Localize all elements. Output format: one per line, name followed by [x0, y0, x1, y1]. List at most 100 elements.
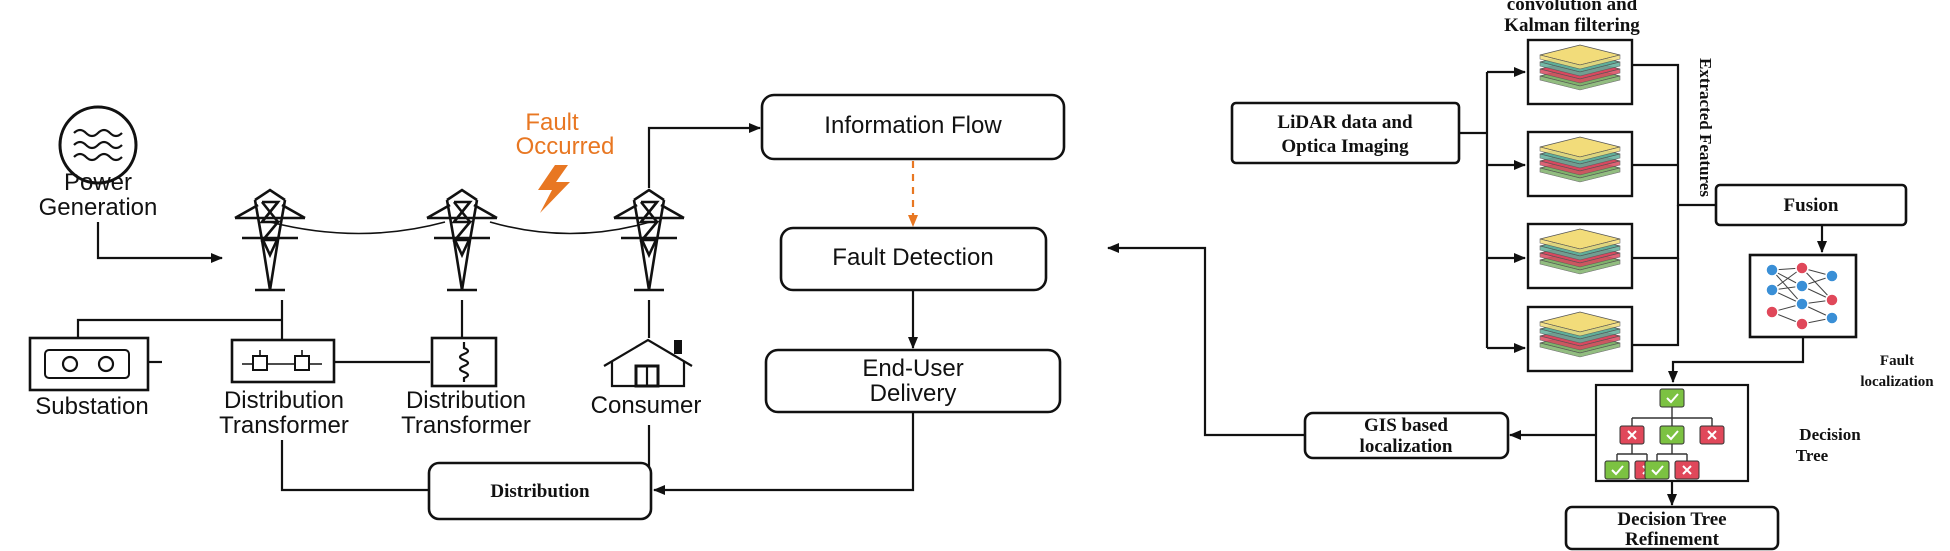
cross-node-icon — [1619, 425, 1645, 445]
nn-node — [1795, 317, 1809, 331]
fusion-label: Fusion — [1784, 195, 1839, 216]
refinement-box — [1564, 505, 1780, 551]
check-mark — [1666, 393, 1679, 404]
gis-label-1: GIS based — [1364, 415, 1448, 436]
substation-label: Substation — [35, 393, 148, 420]
layer-edge — [1539, 61, 1621, 77]
cross-node-icon — [1674, 460, 1700, 480]
power-line-2 — [489, 221, 651, 235]
cross-mark — [1707, 430, 1717, 440]
gis-label-2: localization — [1360, 436, 1453, 457]
gis-box — [1303, 411, 1510, 460]
nn-node — [1795, 297, 1809, 311]
coil-transformer-icon — [430, 336, 498, 388]
nn-to-tree-arrow — [1668, 338, 1805, 383]
lidar-label-2: Optica Imaging — [1281, 136, 1409, 157]
nn-node — [1795, 261, 1809, 275]
fault-localization-label-1: Fault — [1880, 353, 1914, 369]
cross-mark — [1627, 430, 1637, 440]
decision-tree-label-1: Decision — [1799, 425, 1861, 444]
layer-stack-icon — [1526, 222, 1634, 290]
transmission-tower-icon — [234, 188, 306, 292]
tree-node — [1659, 388, 1685, 408]
lightning-icon — [538, 165, 570, 213]
distribution-transformer-2-label-1: Distribution — [406, 387, 526, 414]
tree-edge — [1616, 444, 1648, 462]
end-user-delivery-label-1: End-User — [862, 355, 963, 382]
nn-node — [1765, 263, 1779, 277]
layer-edge — [1539, 153, 1621, 169]
check-mark — [1651, 465, 1664, 476]
fault-localization-label-2: localization — [1860, 374, 1934, 390]
house-icon — [603, 338, 693, 388]
transmission-tower-icon — [613, 188, 685, 292]
distribution-transformer-icon — [230, 338, 336, 384]
power-generation-icon — [58, 105, 138, 185]
layer-edge — [1539, 245, 1621, 261]
substation-icon — [28, 336, 150, 392]
layer-edge — [1539, 342, 1621, 358]
substation-connector — [76, 300, 284, 340]
nn-node — [1765, 305, 1779, 319]
cross-node-icon — [1699, 425, 1725, 445]
power-generation-label-2: Generation — [39, 194, 158, 221]
check-mark — [1611, 465, 1624, 476]
layer-edge — [1539, 259, 1621, 275]
layer-edge — [1539, 167, 1621, 183]
information-flow-label: Information Flow — [824, 112, 1002, 139]
nn-edge — [1771, 269, 1803, 305]
check-node-icon — [1604, 460, 1630, 480]
gis-to-flow-arrow — [1107, 243, 1310, 437]
layer-edge — [1539, 335, 1621, 351]
cross-mark — [1682, 465, 1692, 475]
layer-edge — [1539, 238, 1621, 254]
check-node-icon — [1659, 388, 1685, 408]
end-user-delivery-box — [764, 348, 1062, 414]
layer-edge — [1539, 328, 1621, 344]
nn-node — [1825, 269, 1839, 283]
layer-edge — [1539, 146, 1621, 162]
nn-node — [1765, 283, 1779, 297]
to-information-flow-arrow — [647, 123, 761, 188]
convolution-label-1: convolution and — [1507, 0, 1638, 15]
decision-tree-icon — [1604, 388, 1725, 480]
layer-edge — [1539, 75, 1621, 91]
nn-edge — [1801, 267, 1833, 301]
nn-node — [1825, 293, 1839, 307]
distribution-transformer-1-label-1: Distribution — [224, 387, 344, 414]
fusion-box — [1714, 183, 1908, 227]
end-user-delivery-label-2: Delivery — [870, 380, 957, 407]
neural-network-icon — [1765, 261, 1839, 331]
distribution-box — [427, 461, 653, 521]
extracted-features-label: Extracted Features — [1696, 58, 1715, 197]
convolution-label-2: Kalman filtering — [1504, 15, 1640, 36]
check-node-icon — [1644, 460, 1670, 480]
tree-edge — [1656, 444, 1688, 462]
refinement-label-1: Decision Tree — [1617, 509, 1726, 530]
consumer-label: Consumer — [591, 392, 702, 419]
power-generation-label-1: Power — [64, 169, 132, 196]
layer-edge — [1539, 252, 1621, 268]
fault-detection-label: Fault Detection — [832, 244, 993, 271]
transmission-tower-icon — [426, 188, 498, 292]
nn-node — [1825, 311, 1839, 325]
nn-node — [1795, 279, 1809, 293]
transformer-to-distribution — [280, 440, 428, 492]
decision-tree-label-2: Tree — [1796, 446, 1829, 465]
tree-node — [1659, 425, 1685, 445]
distribution-transformer-1-label-2: Transformer — [219, 412, 349, 439]
stack-output-bus — [1632, 63, 1715, 207]
check-mark — [1666, 430, 1679, 441]
fault-label-1: Fault — [525, 109, 579, 136]
stack-output-3 — [1632, 205, 1680, 260]
layer-stack-icon — [1526, 305, 1634, 373]
delivery-to-distribution-arrow — [653, 413, 915, 495]
power-line-1 — [269, 221, 446, 235]
layer-edge — [1539, 54, 1621, 70]
tree-node — [1644, 460, 1670, 480]
stack-output-4 — [1632, 258, 1680, 347]
layer-stack-icon — [1526, 130, 1634, 198]
lidar-label-1: LiDAR data and — [1277, 112, 1413, 133]
tree-edge — [1631, 407, 1713, 426]
